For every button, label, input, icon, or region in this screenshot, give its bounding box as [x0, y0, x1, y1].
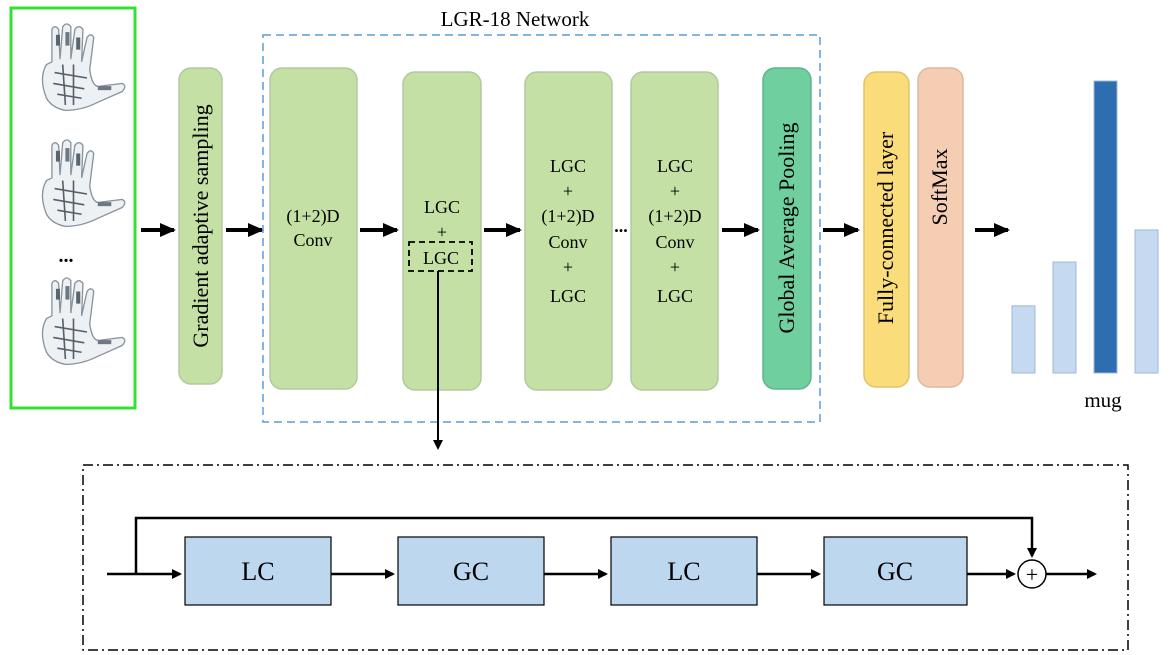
lgc-conv-block-2-line5: +	[670, 257, 680, 277]
output-bar	[1052, 261, 1077, 374]
lgc-conv-block-1-line2: +	[563, 181, 573, 201]
detail-unit-3-label: LC	[667, 557, 700, 586]
lgc-detail-container	[82, 464, 1129, 651]
lgc-conv-block-1: LGC + (1+2)D Conv + LGC	[524, 71, 613, 391]
lgc-block-line1: LGC	[424, 197, 460, 217]
softmax-label: SoftMax	[927, 149, 952, 226]
lgc-highlight-box	[408, 241, 473, 272]
output-bar	[1011, 305, 1036, 374]
conv-block: (1+2)D Conv	[269, 67, 358, 390]
lgc-conv-block-2: LGC + (1+2)D Conv + LGC	[630, 71, 719, 391]
lgc-block: LGC + LGC	[402, 71, 482, 391]
output-bar	[1134, 229, 1159, 374]
lgc-conv-block-1-line4: Conv	[548, 232, 587, 252]
input-panel: ...	[9, 6, 137, 410]
global-pooling-label: Global Average Pooling	[774, 123, 799, 334]
detail-unit-1	[184, 536, 332, 606]
output-label: mug	[1084, 388, 1122, 412]
lgc-block-line2: +	[437, 222, 447, 242]
detail-unit-4-label: GC	[877, 557, 913, 586]
fully-connected-label: Fully-connected layer	[873, 131, 898, 324]
softmax-block: SoftMax	[917, 67, 964, 388]
lgc-conv-block-2-line2: +	[670, 181, 680, 201]
lgc-detail-flow: LC GC LC GC +	[107, 516, 1097, 606]
network-container	[262, 34, 821, 423]
lgc-conv-block-1-line3: (1+2)D	[541, 206, 594, 227]
gradient-sampling-label: Gradient adaptive sampling	[188, 104, 213, 347]
lgc-conv-block-2-line4: Conv	[655, 232, 694, 252]
lgc-conv-block-2-line3: (1+2)D	[648, 206, 701, 227]
gradient-sampling-block: Gradient adaptive sampling	[178, 67, 223, 385]
output-bar	[1093, 80, 1118, 374]
lgc-conv-block-1-line1: LGC	[550, 156, 586, 176]
global-pooling-block: Global Average Pooling	[762, 67, 812, 390]
detail-unit-3	[610, 536, 758, 606]
lgc-block-line3: LGC	[423, 248, 459, 268]
lgc-conv-block-1-line6: LGC	[550, 286, 586, 306]
lgc-conv-block-2-line6: LGC	[657, 286, 693, 306]
detail-unit-1-label: LC	[241, 557, 274, 586]
detail-unit-2	[397, 536, 545, 606]
input-ellipsis: ...	[59, 245, 74, 267]
mid-ellipsis: ...	[614, 216, 628, 236]
detail-unit-4	[823, 536, 968, 606]
detail-unit-2-label: GC	[453, 557, 489, 586]
conv-block-line2: Conv	[293, 230, 332, 250]
network-title: LGR-18 Network	[441, 7, 590, 31]
lgc-conv-block-1-line5: +	[563, 257, 573, 277]
output-bars	[1011, 80, 1159, 374]
skip-connection	[134, 516, 1037, 574]
conv-block-line1: (1+2)D	[286, 206, 339, 227]
sum-symbol: +	[1026, 562, 1038, 587]
fully-connected-block: Fully-connected layer	[863, 71, 910, 388]
lgc-conv-block-2-line1: LGC	[657, 156, 693, 176]
